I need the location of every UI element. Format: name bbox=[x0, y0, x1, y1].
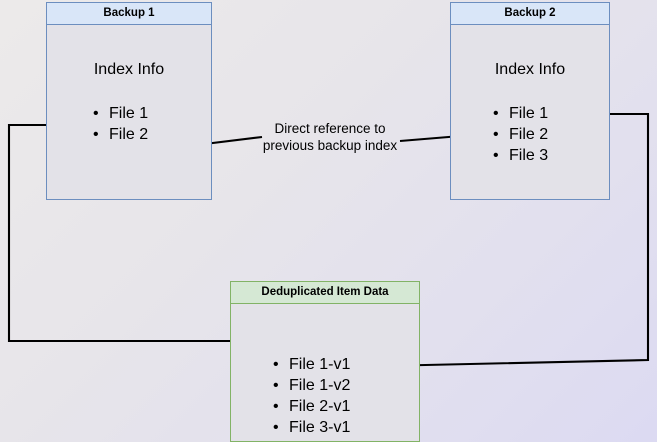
list-item: File 2 bbox=[93, 124, 148, 145]
backup-1-header: Backup 1 bbox=[47, 3, 211, 25]
list-item: File 1 bbox=[93, 103, 148, 124]
direct-reference-label-line-2: previous backup index bbox=[262, 138, 398, 153]
list-item: File 1-v1 bbox=[273, 354, 350, 375]
backup-1-body: Index Info File 1 File 2 bbox=[47, 25, 211, 199]
backup-1-file-list: File 1 File 2 bbox=[93, 103, 148, 145]
list-item: File 3-v1 bbox=[273, 417, 350, 438]
backup-2-index-info-label: Index Info bbox=[494, 61, 566, 78]
list-item: File 1 bbox=[493, 103, 548, 124]
deduplicated-item-data-box[interactable]: Deduplicated Item Data File 1-v1 File 1-… bbox=[230, 281, 420, 442]
list-item: File 2-v1 bbox=[273, 396, 350, 417]
backup-2-header: Backup 2 bbox=[451, 3, 609, 25]
deduplicated-item-data-header: Deduplicated Item Data bbox=[231, 282, 419, 304]
direct-reference-label-line-1: Direct reference to bbox=[274, 121, 386, 136]
backup-2-box[interactable]: Backup 2 Index Info File 1 File 2 File 3 bbox=[450, 2, 610, 200]
list-item: File 1-v2 bbox=[273, 375, 350, 396]
deduplicated-file-list: File 1-v1 File 1-v2 File 2-v1 File 3-v1 bbox=[273, 354, 350, 438]
list-item: File 3 bbox=[493, 145, 548, 166]
deduplicated-item-data-body: File 1-v1 File 1-v2 File 2-v1 File 3-v1 bbox=[231, 304, 419, 441]
direct-reference-edge-label: Direct reference to previous backup inde… bbox=[248, 120, 412, 154]
backup-2-file-list: File 1 File 2 File 3 bbox=[493, 103, 548, 166]
list-item: File 2 bbox=[493, 124, 548, 145]
backup-1-index-info-label: Index Info bbox=[93, 61, 165, 78]
backup-1-box[interactable]: Backup 1 Index Info File 1 File 2 bbox=[46, 2, 212, 200]
backup-2-body: Index Info File 1 File 2 File 3 bbox=[451, 25, 609, 199]
